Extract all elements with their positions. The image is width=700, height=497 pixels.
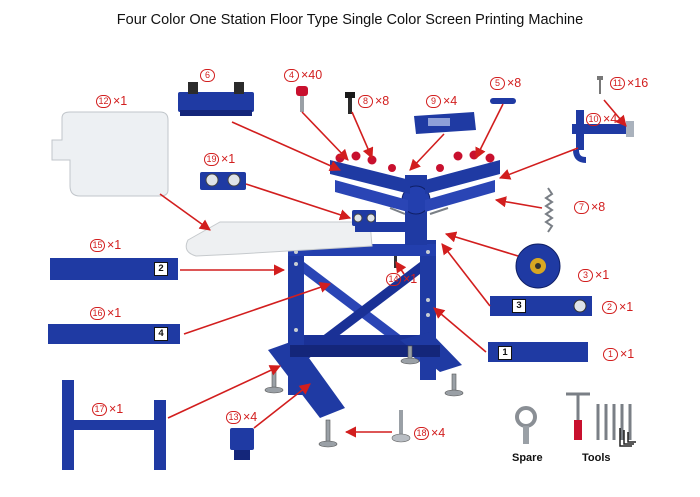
mid-beam bbox=[304, 335, 420, 345]
part-12-board bbox=[51, 111, 169, 197]
label-part-6: 6 bbox=[200, 68, 217, 82]
part-11-screw bbox=[597, 76, 603, 94]
tools-set bbox=[566, 392, 632, 440]
label-part-16: 16×1 bbox=[90, 306, 121, 320]
label-part-10: 10×4 bbox=[586, 112, 617, 126]
platen-arm bbox=[355, 222, 415, 232]
base-left-foot bbox=[268, 340, 345, 418]
label-part-3: 3×1 bbox=[578, 268, 609, 282]
label-part-7: 7×8 bbox=[574, 200, 605, 214]
part-18-foot bbox=[391, 410, 411, 443]
part-3-hub bbox=[515, 243, 561, 289]
label-part-11: 11×16 bbox=[610, 76, 648, 90]
label-part-2: 2×1 bbox=[602, 300, 633, 314]
part-5-plate bbox=[490, 98, 516, 104]
part-4-knob bbox=[296, 86, 308, 112]
part-2-bar bbox=[490, 296, 592, 316]
label-part-13: 13×4 bbox=[226, 410, 257, 424]
label-part-9: 9×4 bbox=[426, 94, 457, 108]
diagram-title: Four Color One Station Floor Type Single… bbox=[116, 12, 584, 28]
print-arms bbox=[330, 160, 500, 212]
label-part-14: 14×1 bbox=[386, 272, 417, 286]
part-8-bolt bbox=[345, 92, 355, 114]
arm-springs bbox=[389, 207, 449, 215]
leveling-feet bbox=[264, 345, 464, 448]
spare-label: Spare bbox=[512, 452, 543, 464]
part-6-clamp bbox=[178, 82, 254, 116]
bar-tag-3: 3 bbox=[512, 299, 526, 313]
label-part-4: 4×40 bbox=[284, 68, 322, 82]
bar-tag-4: 4 bbox=[154, 327, 168, 341]
base-cross bbox=[290, 345, 440, 357]
part-10-hinge bbox=[572, 110, 634, 163]
bar-tag-1: 1 bbox=[498, 346, 512, 360]
label-part-19: 19×1 bbox=[204, 152, 235, 166]
label-part-1: 1×1 bbox=[603, 347, 634, 361]
label-part-15: 15×1 bbox=[90, 238, 121, 252]
tools-label: Tools bbox=[582, 452, 611, 464]
label-part-12: 12×1 bbox=[96, 94, 127, 108]
hex-keys bbox=[619, 428, 636, 447]
bar-tag-2: 2 bbox=[154, 262, 168, 276]
screwdriver-handle bbox=[574, 420, 582, 440]
spare-eyebolt bbox=[515, 406, 537, 444]
part-19-registration bbox=[200, 172, 246, 190]
callout-arrows bbox=[159, 99, 627, 438]
label-part-8: 8×8 bbox=[358, 94, 389, 108]
part-17-frame bbox=[62, 380, 166, 470]
label-part-17: 17×1 bbox=[92, 402, 123, 416]
part-7-spring bbox=[544, 187, 554, 233]
label-part-18: 18×4 bbox=[414, 426, 445, 440]
part-9-bracket bbox=[414, 112, 476, 134]
part-13-bracket bbox=[230, 428, 254, 460]
machine bbox=[185, 150, 500, 448]
part-16-bar bbox=[48, 324, 180, 344]
label-part-5: 5×8 bbox=[490, 76, 521, 90]
part-1-bar bbox=[488, 342, 588, 362]
platen-board bbox=[185, 221, 373, 257]
part-15-bar bbox=[50, 258, 178, 280]
